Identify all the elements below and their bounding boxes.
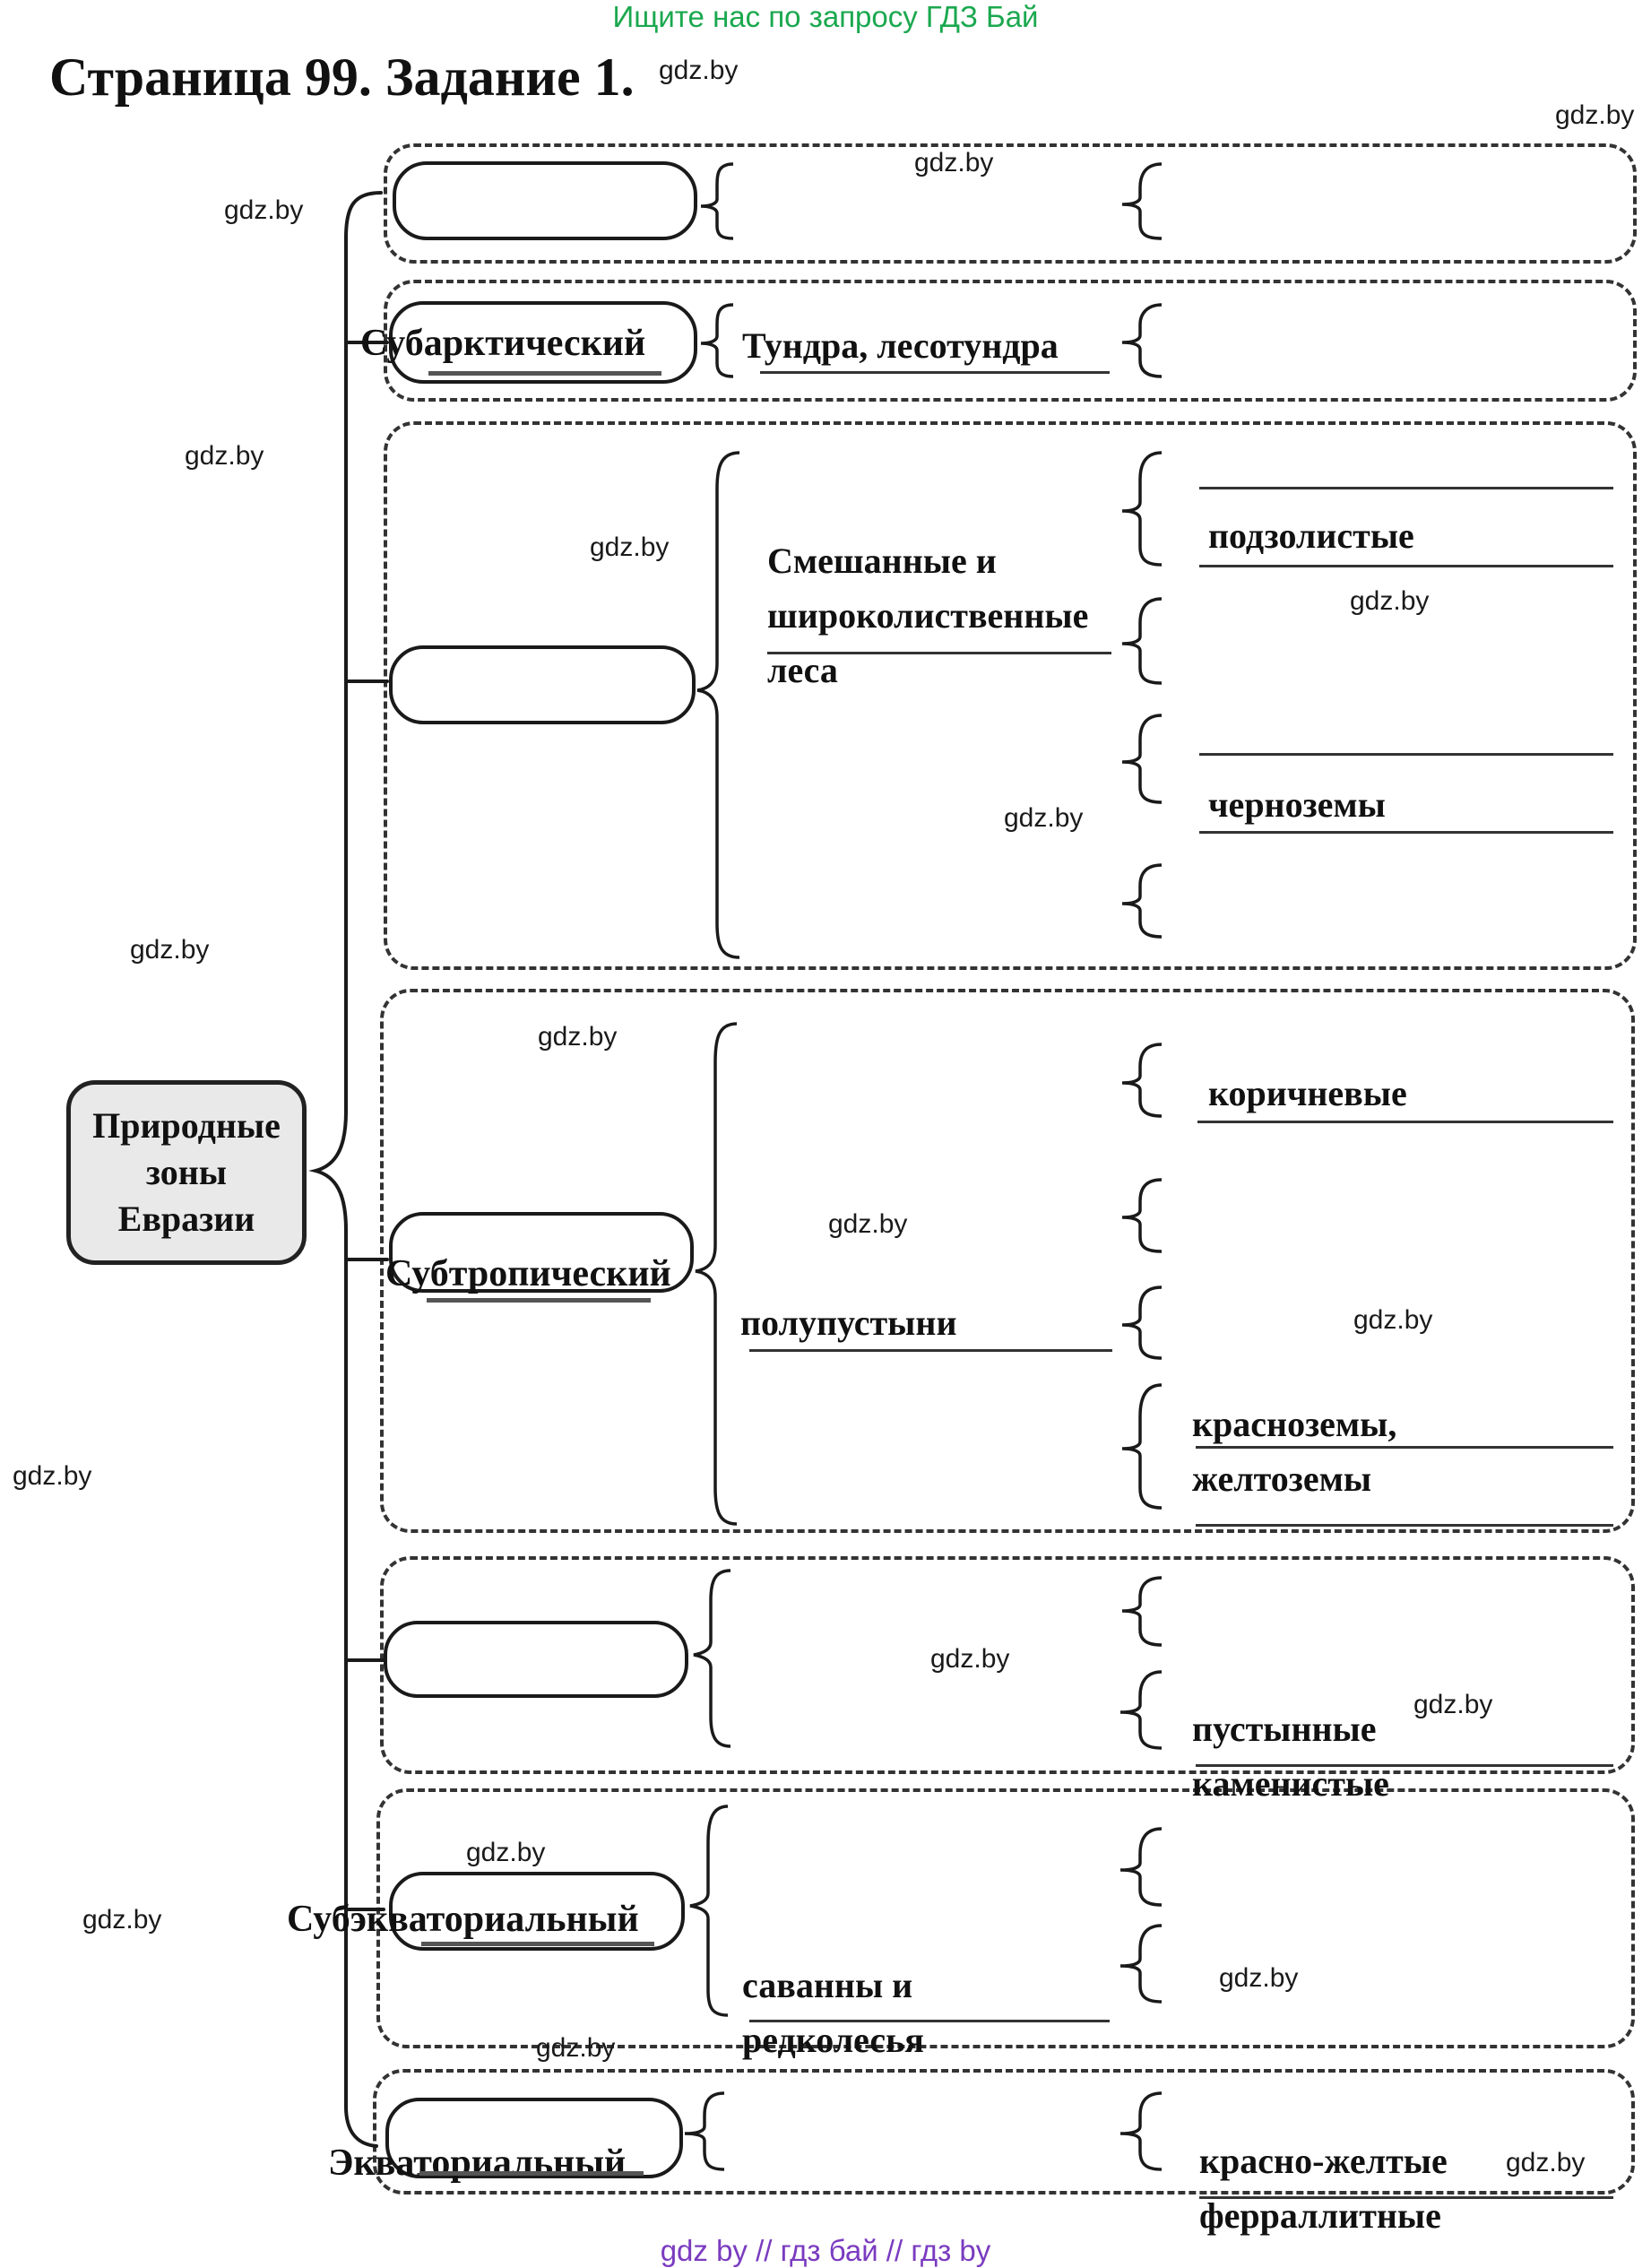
answer-line [749,2020,1110,2022]
zone-label-subequatorial: Субэкваториальный [287,1899,639,1940]
answer-line [1196,1446,1613,1449]
watermark: gdz.by [1350,586,1430,616]
watermark: gdz.by [536,2033,616,2063]
watermark: gdz.by [1413,1690,1493,1719]
watermark: gdz.by [914,148,994,177]
watermark: gdz.by [1506,2148,1586,2177]
soil-brown: коричневые [1208,1073,1407,1113]
watermark: gdz.by [224,195,304,225]
natural-zone-savanna: саванны и редколесья [742,1965,924,2060]
footer-links: gdz by // гдз бай // гдз by [660,2234,991,2267]
answer-line [767,652,1111,654]
zone-underline [419,2171,644,2176]
watermark: gdz.by [590,532,670,562]
answer-line [1196,1524,1613,1527]
watermark: gdz.by [1219,1963,1299,1993]
watermark: gdz.by [130,935,210,965]
watermark: gdz.by [185,441,264,471]
watermark: gdz.by [659,56,739,85]
soil-ferrallitic: красно-желтые ферраллитные [1199,2141,1448,2236]
watermark: gdz.by [538,1022,618,1052]
watermark: gdz.by [1555,100,1635,130]
zone-label-equatorial: Экваториальный [328,2142,627,2184]
answer-line [1199,831,1613,834]
watermark: gdz.by [1353,1305,1433,1335]
answer-line [1197,1121,1613,1123]
section-row-5 [380,1556,1635,1774]
zone-box-5 [384,1621,688,1698]
answer-line [749,1349,1112,1352]
zone-underline [427,1298,651,1303]
answer-line [1199,753,1613,756]
zone-box-1 [393,161,697,240]
zone-box-6 [389,1872,685,1951]
zone-underline [428,371,661,376]
answer-line [1199,2196,1613,2199]
answer-line [1196,1764,1613,1767]
zone-box-4 [389,1212,694,1293]
zone-box-3 [389,645,696,724]
watermark: gdz.by [930,1644,1010,1674]
search-banner: Ищите нас по запросу ГДЗ Бай [612,0,1039,33]
root-label: Природные зоны Евразии [92,1105,281,1239]
soil-podzol: подзолистые [1208,515,1414,556]
watermark: gdz.by [466,1838,546,1867]
natural-zone-semidesert: полупустыни [740,1303,957,1343]
section-row-7 [373,2069,1635,2194]
root-box: Природные зоны Евразии [66,1080,307,1265]
zone-box-2 [389,301,697,384]
watermark: gdz.by [1004,803,1084,833]
zone-box-7 [385,2098,683,2178]
soil-krasnozem: красноземы, желтоземы [1192,1404,1397,1499]
watermark: gdz.by [82,1905,162,1935]
answer-line [760,371,1110,374]
natural-zone-tundra: Тундра, лесотундра [742,325,1059,366]
answer-line [1199,565,1613,567]
zone-label-subarctic: Субарктический [360,323,646,364]
answer-line [1199,487,1613,489]
watermark: gdz.by [828,1209,908,1239]
section-row-1 [384,143,1637,264]
zone-underline [421,1942,654,1946]
watermark: gdz.by [13,1461,92,1491]
section-row-3 [384,421,1637,970]
soil-desert-rocky: пустынные каменистые [1192,1709,1389,1804]
soil-chernozem: черноземы [1208,784,1386,825]
natural-zone-mixed-forest: Смешанные и широколиственные леса [767,541,1089,690]
zone-label-subtropical: Субтропический [385,1253,671,1294]
section-row-6 [376,1788,1635,2048]
page-title: Страница 99. Задание 1. [49,48,635,107]
